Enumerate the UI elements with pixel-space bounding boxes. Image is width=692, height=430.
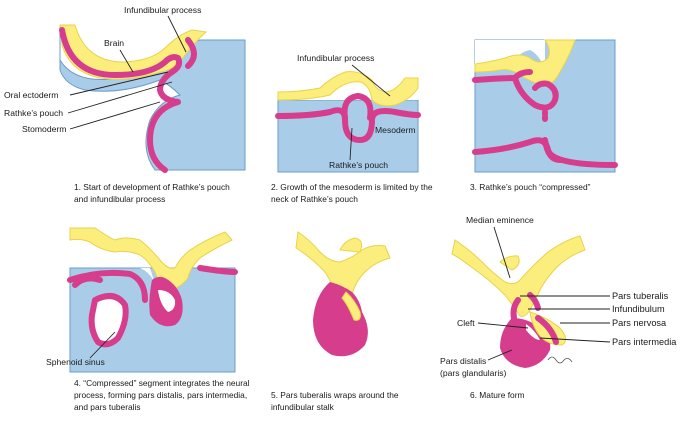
- panel-2-caption-line-1: 2. Growth of the mesoderm is limited by …: [271, 182, 433, 192]
- panel-4-caption-line-1: 4. “Compressed” segment integrates the n…: [74, 378, 250, 388]
- panel-3-illustration: [472, 39, 618, 173]
- panel-3-caption-line-1: 3. Rathke’s pouch “compressed”: [470, 182, 591, 192]
- panel-4-illustration: [67, 227, 238, 373]
- panel-1-caption-line-2: and infundibular process: [74, 194, 165, 204]
- panel-4: Sphenoid sinus 4. “Compressed” segment i…: [46, 227, 250, 412]
- panel-2-illustration: [275, 71, 421, 173]
- panel-3: 3. Rathke’s pouch “compressed”: [470, 39, 618, 192]
- label-median-eminence: Median eminence: [466, 215, 534, 225]
- panel-4-caption-line-2: process, forming pars distalis, pars int…: [74, 390, 247, 400]
- label-pars-nervosa: Pars nervosa: [612, 318, 667, 328]
- panel-4-caption-line-3: and pars tuberalis: [74, 402, 141, 412]
- label-sphenoid-sinus: Sphenoid sinus: [46, 357, 105, 367]
- panel-5-caption-line-2: infundibular stalk: [271, 402, 335, 412]
- panel-5: 5. Pars tuberalis wraps around the infun…: [271, 231, 399, 412]
- panel-5-illustration: [295, 231, 391, 357]
- label-infundibular-process-1: Infundibular process: [124, 5, 201, 15]
- label-infundibular-process-2: Infundibular process: [297, 53, 374, 63]
- panel-6-caption-line-1: 6. Mature form: [470, 390, 524, 400]
- panel-6-illustration: [451, 235, 586, 368]
- panel-2: Infundibular process Mesoderm Rathke’s p…: [271, 53, 433, 204]
- panel-1-illustration: [59, 24, 246, 173]
- panel-5-caption-line-1: 5. Pars tuberalis wraps around the: [271, 390, 399, 400]
- label-rathkes-pouch-2: Rathke’s pouch: [329, 160, 388, 170]
- panel-6: Median eminence Pars tuberalis Infundibu…: [440, 215, 677, 400]
- label-infundibulum: Infundibulum: [612, 304, 665, 314]
- panel-1-caption-line-1: 1. Start of development of Rathke’s pouc…: [74, 182, 230, 192]
- label-pars-glandularis: (pars glandularis): [440, 368, 507, 378]
- label-oral-ectoderm: Oral ectoderm: [4, 90, 58, 100]
- label-rathkes-pouch-1: Rathke’s pouch: [4, 108, 63, 118]
- artist-signature: [547, 356, 573, 364]
- label-pars-distalis: Pars distalis: [440, 356, 486, 366]
- label-pars-tuberalis: Pars tuberalis: [612, 291, 669, 301]
- panel-2-caption-line-2: neck of Rathke’s pouch: [271, 194, 358, 204]
- label-cleft: Cleft: [457, 318, 475, 328]
- panel-1: Infundibular process Brain Oral ectoderm…: [4, 5, 246, 204]
- label-brain: Brain: [104, 38, 124, 48]
- label-pars-intermedia: Pars intermedia: [612, 337, 677, 347]
- label-mesoderm: Mesoderm: [375, 125, 416, 135]
- label-stomoderm: Stomoderm: [22, 124, 66, 134]
